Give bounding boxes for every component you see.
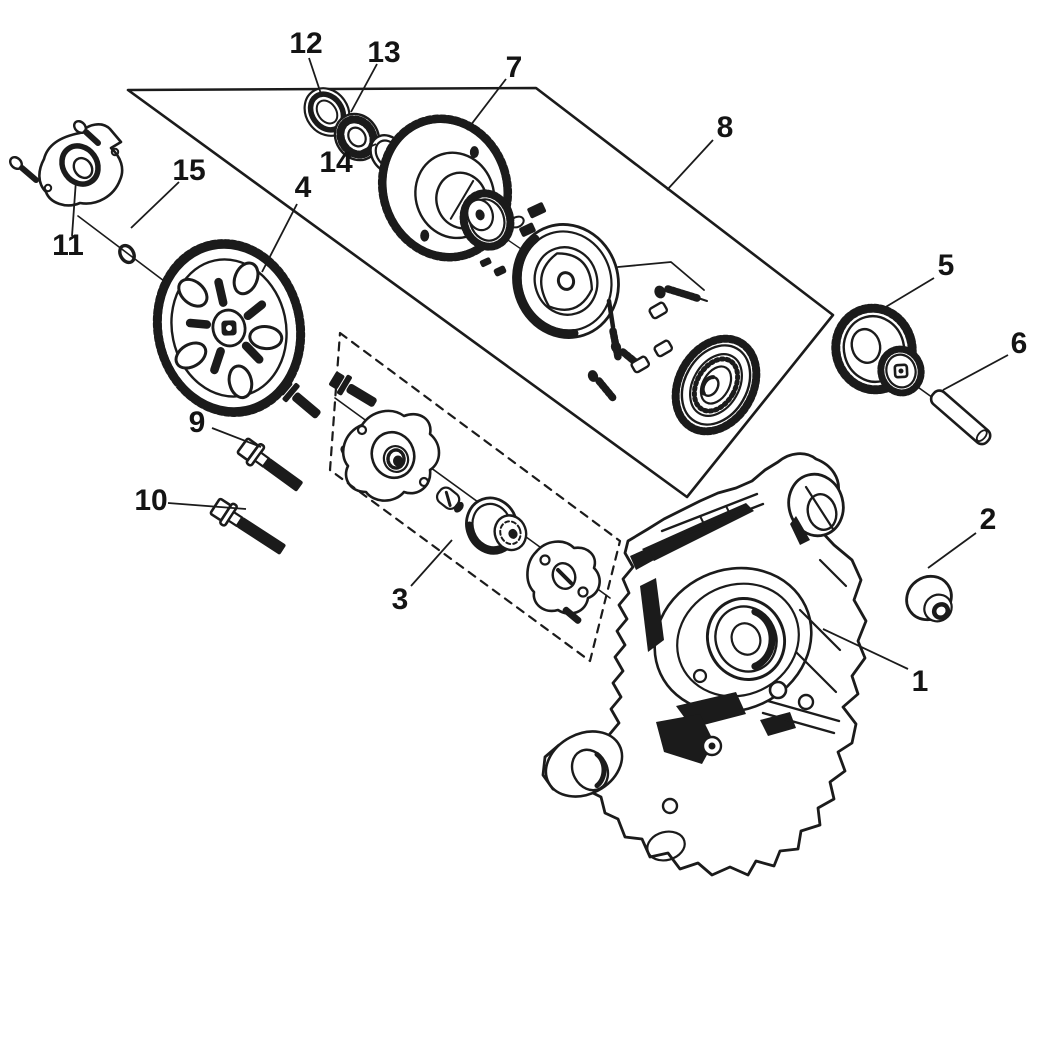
callout-1: 1 xyxy=(822,628,929,698)
callout-6: 6 xyxy=(942,327,1028,391)
callout-10-label: 10 xyxy=(134,484,167,517)
callout-10: 10 xyxy=(134,484,247,517)
group-8-solid-box xyxy=(126,86,835,499)
part-1-crankcase xyxy=(541,452,868,877)
callouts: 1 2 3 4 5 6 7 8 xyxy=(52,27,1027,698)
cover-screw-left-icon xyxy=(9,156,39,183)
clutch-pinion-sleeve xyxy=(459,189,515,251)
callout-15: 15 xyxy=(130,154,206,229)
callout-13-label: 13 xyxy=(367,36,400,69)
part-2-bushing xyxy=(905,574,953,623)
callout-5-label: 5 xyxy=(938,249,955,282)
callout-9: 9 xyxy=(189,406,262,448)
part-5-idle-gear xyxy=(831,303,925,397)
part-7-reduction-gear xyxy=(377,114,513,262)
callout-15-label: 15 xyxy=(172,154,205,187)
callout-12-label: 12 xyxy=(289,27,322,60)
pump-studs xyxy=(276,371,377,419)
callout-3-label: 3 xyxy=(392,583,409,616)
callout-13: 13 xyxy=(350,36,401,113)
callout-4-label: 4 xyxy=(295,171,312,204)
callout-6-label: 6 xyxy=(1011,327,1028,360)
starter-clutch-disc xyxy=(512,223,620,339)
callout-12: 12 xyxy=(289,27,323,98)
group-3-dashed-box xyxy=(328,331,622,663)
callout-14: 14 xyxy=(319,143,377,179)
callout-11-label: 11 xyxy=(52,229,84,262)
callout-7: 7 xyxy=(466,51,523,131)
clutch-mount-bolts xyxy=(479,202,547,277)
pump-cover-plate xyxy=(526,540,601,624)
callout-11: 11 xyxy=(52,179,84,262)
callout-9-label: 9 xyxy=(189,406,206,439)
callout-8: 8 xyxy=(666,111,734,191)
cover-screw-top-icon xyxy=(73,120,101,146)
callout-2: 2 xyxy=(927,503,997,569)
part-6-shaft xyxy=(929,389,992,446)
callout-14-label: 14 xyxy=(319,146,353,179)
part-11-cover xyxy=(9,120,124,207)
callout-3: 3 xyxy=(392,539,453,616)
callout-5: 5 xyxy=(883,249,955,309)
part-3-oil-pump-body xyxy=(340,409,441,502)
callout-4: 4 xyxy=(261,171,312,273)
pump-rotors xyxy=(465,496,528,555)
starter-driven-gear xyxy=(671,334,761,436)
pump-shaft-coupling xyxy=(435,486,464,513)
part-10-flange-bolt xyxy=(209,497,286,555)
callout-2-label: 2 xyxy=(980,503,997,536)
clutch-springs-rollers xyxy=(587,261,708,402)
callout-7-label: 7 xyxy=(506,51,523,84)
part-4-large-gear xyxy=(152,239,306,417)
callout-1-label: 1 xyxy=(912,665,929,698)
part-15-circlip xyxy=(118,243,136,265)
part-9-flange-bolt xyxy=(236,437,303,492)
callout-8-label: 8 xyxy=(717,111,734,144)
